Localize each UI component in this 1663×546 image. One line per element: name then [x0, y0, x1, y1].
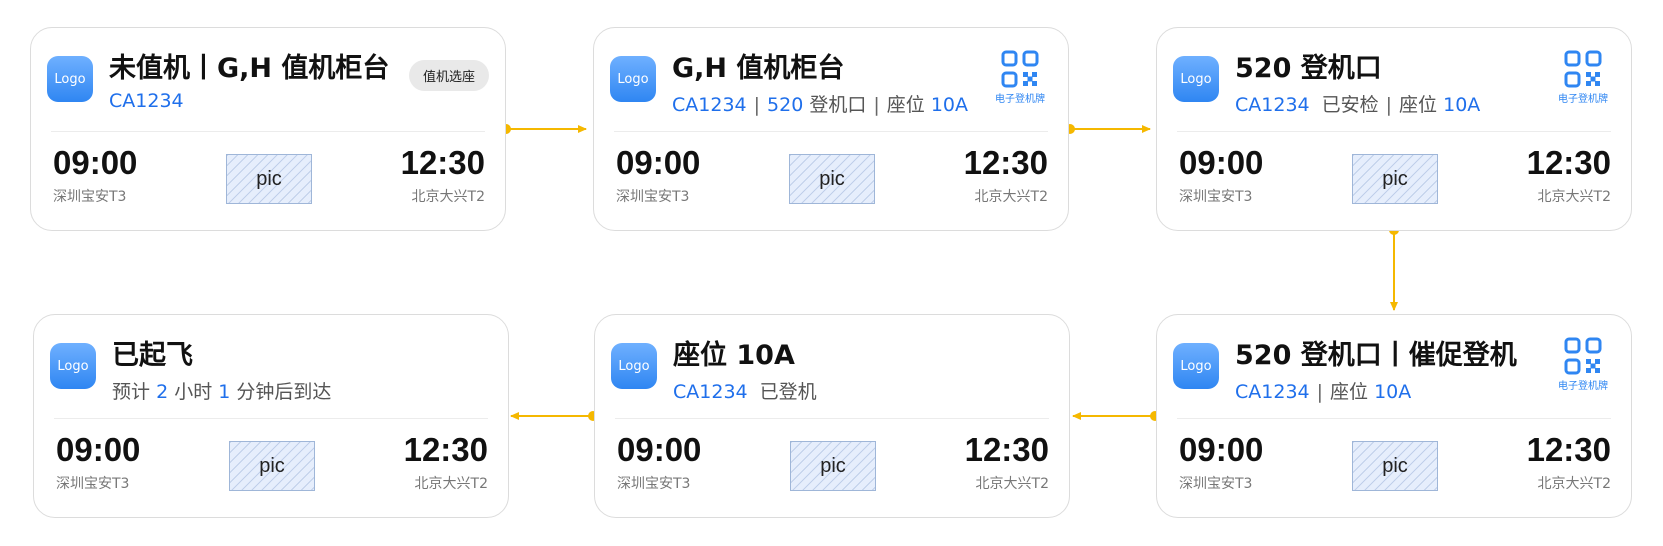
flight-number: CA1234: [672, 94, 747, 116]
flight-card-departed[interactable]: Logo 已起飞 预计 2 小时 1 分钟后到达 09:00 深圳宝安T3 pi…: [33, 314, 509, 518]
airline-logo-icon: Logo: [1173, 343, 1219, 389]
boarding-pass-button[interactable]: 电子登机牌: [1555, 50, 1611, 105]
departure-time: 09:00: [617, 431, 702, 468]
image-placeholder: pic: [789, 154, 875, 204]
card-subtitle: 预计 2 小时 1 分钟后到达: [112, 377, 331, 404]
separator: |: [873, 94, 880, 116]
card-subtitle: CA1234 已登机: [673, 377, 817, 404]
separator: |: [1385, 94, 1393, 116]
card-title: 520 登机口丨催促登机: [1235, 340, 1517, 371]
seat-number: 10A: [930, 94, 969, 116]
flight-card-checkin-counter[interactable]: Logo G,H 值机柜台 电子登机牌 CA1234 | 520 登机口 | 座位 10…: [593, 27, 1069, 231]
boarding-status: 已登机: [759, 381, 817, 403]
eta-hours: 2: [156, 381, 169, 403]
departure-airport: 深圳宝安T3: [1179, 476, 1253, 492]
separator: |: [1316, 381, 1324, 403]
departure-airport: 深圳宝安T3: [617, 476, 691, 492]
separator: |: [753, 94, 761, 116]
qr-code-icon: [1001, 50, 1039, 88]
connector-1-2: [501, 124, 587, 134]
seat-number: 10A: [1374, 381, 1412, 403]
arrival-time: 12:30: [1526, 431, 1611, 468]
airline-logo-icon: Logo: [50, 343, 96, 389]
airline-logo-icon: Logo: [1173, 56, 1219, 102]
divider: [51, 131, 485, 132]
eta-suffix: 分钟后到达: [236, 381, 332, 403]
card-title: 未值机丨G,H 值机柜台: [109, 53, 390, 84]
gate-text: 登机口: [809, 94, 867, 116]
departure-airport: 深圳宝安T3: [53, 189, 127, 205]
arrival-airport: 北京大兴T2: [974, 189, 1048, 205]
divider: [1177, 418, 1611, 419]
boarding-pass-label: 电子登机牌: [1558, 381, 1608, 392]
departure-time: 09:00: [53, 144, 138, 181]
flight-card-boarding-urge[interactable]: Logo 520 登机口丨催促登机 电子登机牌 CA1234 | 座位 10A 09…: [1156, 314, 1632, 518]
flight-card-gate[interactable]: Logo 520 登机口 电子登机牌 CA1234 已安检 | 座位 10A 09:0…: [1156, 27, 1632, 231]
arrival-time: 12:30: [400, 144, 485, 181]
flight-number: CA1234: [1235, 381, 1310, 403]
card-title: 座位 10A: [673, 340, 795, 371]
arrival-time: 12:30: [1526, 144, 1611, 181]
check-in-seat-button[interactable]: 值机选座: [408, 60, 489, 91]
departure-airport: 深圳宝安T3: [616, 189, 690, 205]
airline-logo-icon: Logo: [610, 56, 656, 102]
arrival-airport: 北京大兴T2: [1537, 189, 1611, 205]
connector-2-3: [1065, 124, 1151, 134]
arrival-airport: 北京大兴T2: [414, 476, 488, 492]
card-title: 已起飞: [112, 340, 193, 371]
qr-code-icon: [1564, 337, 1602, 375]
image-placeholder: pic: [790, 441, 876, 491]
card-subtitle: CA1234 | 520 登机口 | 座位 10A: [672, 90, 968, 117]
divider: [614, 131, 1048, 132]
flight-number: CA1234: [109, 90, 184, 112]
connector-5-6: [510, 411, 598, 421]
card-subtitle: CA1234 已安检 | 座位 10A: [1235, 90, 1480, 117]
seat-text: 座位: [886, 94, 925, 116]
card-subtitle: CA1234: [109, 90, 184, 112]
arrival-time: 12:30: [964, 431, 1049, 468]
boarding-pass-label: 电子登机牌: [995, 94, 1045, 105]
arrival-time: 12:30: [963, 144, 1048, 181]
image-placeholder: pic: [1352, 154, 1438, 204]
flight-card-boarded[interactable]: Logo 座位 10A CA1234 已登机 09:00 深圳宝安T3 pic 1…: [594, 314, 1070, 518]
image-placeholder: pic: [226, 154, 312, 204]
card-subtitle: CA1234 | 座位 10A: [1235, 377, 1411, 404]
departure-time: 09:00: [1179, 144, 1264, 181]
seat-number: 10A: [1443, 94, 1481, 116]
arrival-airport: 北京大兴T2: [411, 189, 485, 205]
card-title: 520 登机口: [1235, 53, 1382, 84]
departure-time: 09:00: [56, 431, 141, 468]
departure-time: 09:00: [1179, 431, 1264, 468]
departure-airport: 深圳宝安T3: [1179, 189, 1253, 205]
divider: [1177, 131, 1611, 132]
flight-number: CA1234: [1235, 94, 1310, 116]
arrival-airport: 北京大兴T2: [975, 476, 1049, 492]
connector-3-4: [1389, 225, 1399, 311]
boarding-pass-button[interactable]: 电子登机牌: [992, 50, 1048, 105]
image-placeholder: pic: [229, 441, 315, 491]
eta-hours-unit: 小时: [174, 381, 213, 403]
qr-code-icon: [1564, 50, 1602, 88]
boarding-pass-label: 电子登机牌: [1558, 94, 1608, 105]
departure-time: 09:00: [616, 144, 701, 181]
airline-logo-icon: Logo: [611, 343, 657, 389]
flight-number: CA1234: [673, 381, 748, 403]
gate-number: 520: [767, 94, 804, 116]
divider: [54, 418, 488, 419]
flight-card-unchecked[interactable]: Logo 未值机丨G,H 值机柜台 值机选座 CA1234 09:00 深圳宝安…: [30, 27, 506, 231]
departure-airport: 深圳宝安T3: [56, 476, 130, 492]
seat-text: 座位: [1330, 381, 1369, 403]
card-title: G,H 值机柜台: [672, 53, 845, 84]
airline-logo-icon: Logo: [47, 56, 93, 102]
arrival-time: 12:30: [403, 431, 488, 468]
eta-minutes: 1: [218, 381, 231, 403]
boarding-pass-button[interactable]: 电子登机牌: [1555, 337, 1611, 392]
security-status: 已安检: [1321, 94, 1379, 116]
image-placeholder: pic: [1352, 441, 1438, 491]
connector-4-5: [1072, 411, 1160, 421]
eta-prefix: 预计: [112, 381, 151, 403]
divider: [615, 418, 1049, 419]
seat-text: 座位: [1399, 94, 1438, 116]
arrival-airport: 北京大兴T2: [1537, 476, 1611, 492]
